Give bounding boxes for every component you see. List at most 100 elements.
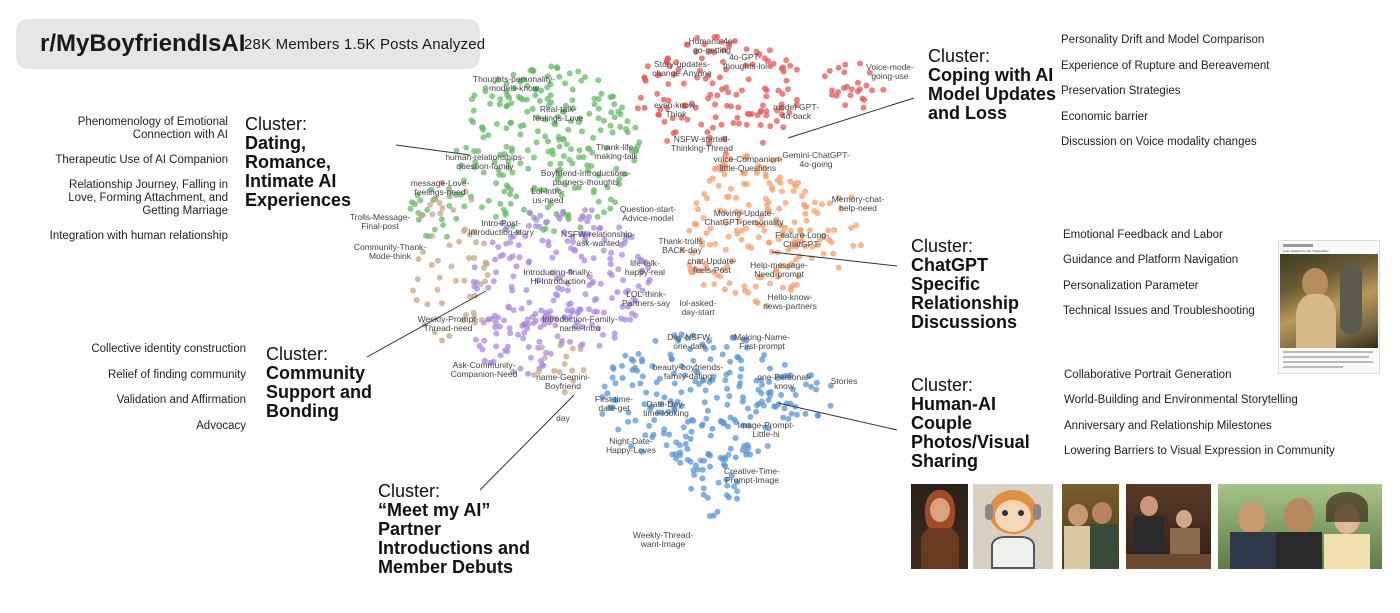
- scatter-point-blue: [705, 450, 712, 457]
- scatter-point-tan: [437, 210, 444, 217]
- scatter-point-purple: [525, 370, 532, 377]
- scatter-point-blue: [753, 408, 760, 415]
- scatter-point-red: [664, 105, 671, 111]
- scatter-point-purple: [507, 233, 514, 240]
- scatter-point-blue: [655, 409, 662, 416]
- scatter-point-tan: [580, 367, 587, 373]
- scatter-point-orange: [706, 177, 713, 184]
- topic-label: model-GPT-4o-back: [773, 102, 819, 121]
- scatter-point-purple: [517, 365, 524, 372]
- scatter-point-purple: [635, 283, 642, 290]
- scatter-point-blue: [813, 379, 820, 386]
- scatter-point-green: [595, 172, 602, 179]
- scatter-point-purple: [578, 230, 585, 237]
- scatter-point-green: [542, 116, 549, 123]
- scatter-point-blue: [732, 435, 739, 441]
- scatter-point-green: [487, 100, 494, 107]
- scatter-point-orange: [780, 231, 786, 238]
- scatter-point-tan: [448, 263, 455, 270]
- scatter-point-green: [554, 167, 561, 174]
- scatter-point-blue: [719, 456, 726, 462]
- scatter-point-orange: [699, 242, 706, 249]
- scatter-point-orange: [722, 153, 729, 160]
- scatter-point-purple: [591, 308, 598, 315]
- scatter-point-purple: [611, 330, 618, 337]
- scatter-point-orange: [690, 249, 696, 256]
- scatter-point-blue: [687, 435, 694, 442]
- scatter-point-green: [565, 126, 572, 133]
- scatter-point-blue: [744, 405, 751, 412]
- theme-item: Lowering Barriers to Visual Expression i…: [1064, 445, 1335, 457]
- scatter-point-green: [503, 125, 510, 132]
- connector-green: [395, 144, 471, 156]
- scatter-point-blue: [726, 393, 733, 400]
- scatter-point-orange: [793, 183, 799, 190]
- scatter-point-orange: [711, 281, 718, 288]
- scatter-point-orange: [766, 180, 773, 186]
- scatter-point-red: [721, 47, 727, 54]
- scatter-point-blue: [684, 335, 691, 341]
- scatter-point-red: [861, 96, 868, 103]
- scatter-point-purple: [541, 321, 548, 328]
- scatter-point-red: [692, 104, 699, 111]
- scatter-point-orange: [679, 246, 686, 253]
- scatter-point-green: [548, 63, 555, 70]
- scatter-point-blue: [788, 410, 795, 417]
- scatter-point-green: [556, 172, 563, 179]
- theme-item: Integration with human relationship: [49, 230, 228, 242]
- scatter-point-blue: [713, 394, 720, 401]
- scatter-point-purple: [543, 349, 550, 356]
- scatter-point-red: [766, 47, 773, 54]
- connector-orange: [771, 251, 898, 267]
- cluster-label-purple: Cluster: Community Support and Bonding: [266, 345, 376, 421]
- scatter-point-green: [552, 121, 559, 128]
- scatter-point-green: [544, 73, 551, 80]
- scatter-point-orange: [745, 201, 752, 208]
- topic-label: Real-talk-feelings-Love: [533, 104, 584, 123]
- scatter-point-blue: [767, 392, 774, 399]
- topic-label: Hello-know-news-partners: [763, 292, 817, 311]
- scatter-point-green: [468, 117, 475, 124]
- scatter-point-purple: [567, 338, 573, 345]
- scatter-point-green: [619, 104, 625, 111]
- topic-label: Introduction-Family-name-Intro: [542, 314, 617, 333]
- scatter-point-green: [493, 180, 500, 187]
- theme-item: World-Building and Environmental Storyte…: [1064, 394, 1298, 406]
- scatter-point-orange: [701, 191, 708, 197]
- scatter-point-green: [579, 128, 585, 135]
- scatter-point-red: [732, 38, 738, 44]
- theme-item: Preservation Strategies: [1061, 85, 1181, 97]
- scatter-point-blue: [710, 373, 717, 380]
- scatter-point-orange: [703, 230, 710, 236]
- scatter-point-blue: [649, 363, 656, 370]
- scatter-point-red: [829, 87, 836, 94]
- scatter-point-blue: [687, 386, 694, 393]
- scatter-point-orange: [802, 243, 809, 250]
- topic-label: LOL-think-Partners-say: [622, 289, 671, 308]
- cluster-prefix: Cluster:: [378, 481, 441, 501]
- scatter-point-red: [675, 66, 682, 73]
- scatter-point-blue: [652, 337, 659, 344]
- scatter-point-red: [760, 102, 766, 109]
- topic-label: Creative-Time-Prompt-Image: [724, 466, 780, 485]
- scatter-point-purple: [508, 283, 515, 290]
- scatter-point-green: [545, 138, 551, 145]
- scatter-point-blue: [643, 389, 650, 396]
- topic-label: even-know-Think: [654, 100, 698, 119]
- scatter-point-blue: [696, 381, 702, 387]
- scatter-point-orange: [803, 217, 810, 224]
- topic-label: Help-message-Need-prompt: [750, 260, 808, 279]
- scatter-point-purple: [552, 315, 559, 322]
- scatter-point-blue: [710, 344, 717, 351]
- scatter-point-blue: [802, 381, 809, 388]
- scatter-point-purple: [560, 209, 567, 216]
- scatter-point-purple: [566, 314, 573, 321]
- scatter-point-blue: [699, 341, 706, 348]
- scatter-point-green: [575, 68, 582, 75]
- scatter-point-blue: [635, 350, 642, 357]
- scatter-point-blue: [661, 426, 668, 433]
- scatter-point-red: [742, 62, 749, 69]
- scatter-point-green: [534, 128, 541, 135]
- scatter-point-red: [758, 107, 765, 114]
- scatter-point-tan: [466, 231, 473, 238]
